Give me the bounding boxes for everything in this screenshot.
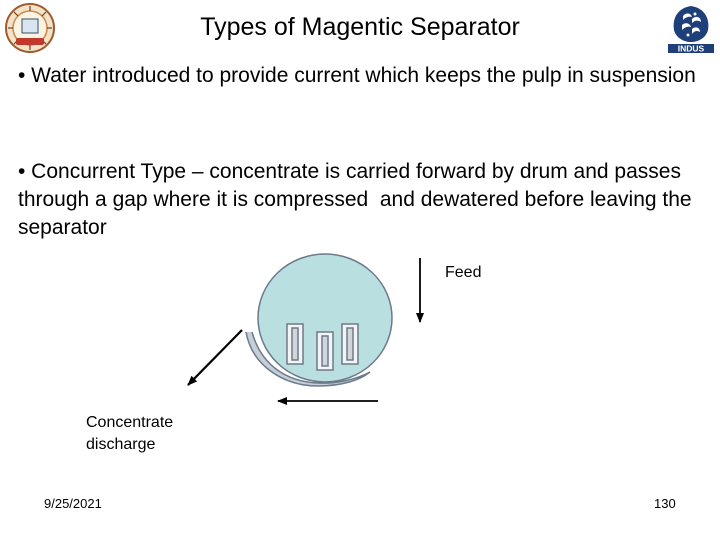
separator-diagram bbox=[187, 253, 424, 405]
slide-title: Types of Magentic Separator bbox=[200, 13, 520, 41]
bullet-water-current: • Water introduced to provide current wh… bbox=[18, 64, 696, 87]
bullet-concurrent-type: • Concurrent Type – concentrate is carri… bbox=[18, 160, 698, 239]
institute-seal-icon bbox=[5, 3, 55, 53]
page-number: 130 bbox=[654, 496, 676, 511]
concentrate-discharge-label: Concentrate discharge bbox=[86, 414, 174, 453]
separator-tank bbox=[245, 331, 371, 387]
magnet-assembly bbox=[286, 323, 359, 371]
footer-date: 9/25/2021 bbox=[44, 496, 102, 511]
indus-logo-icon: INDUS bbox=[668, 6, 714, 54]
magnet-block bbox=[291, 327, 299, 361]
feed-label: Feed bbox=[445, 264, 482, 281]
magnet-block bbox=[321, 335, 329, 367]
magnet-block bbox=[346, 327, 354, 361]
concentrate-arrow bbox=[187, 329, 243, 386]
indus-logo-text: INDUS bbox=[678, 44, 705, 54]
